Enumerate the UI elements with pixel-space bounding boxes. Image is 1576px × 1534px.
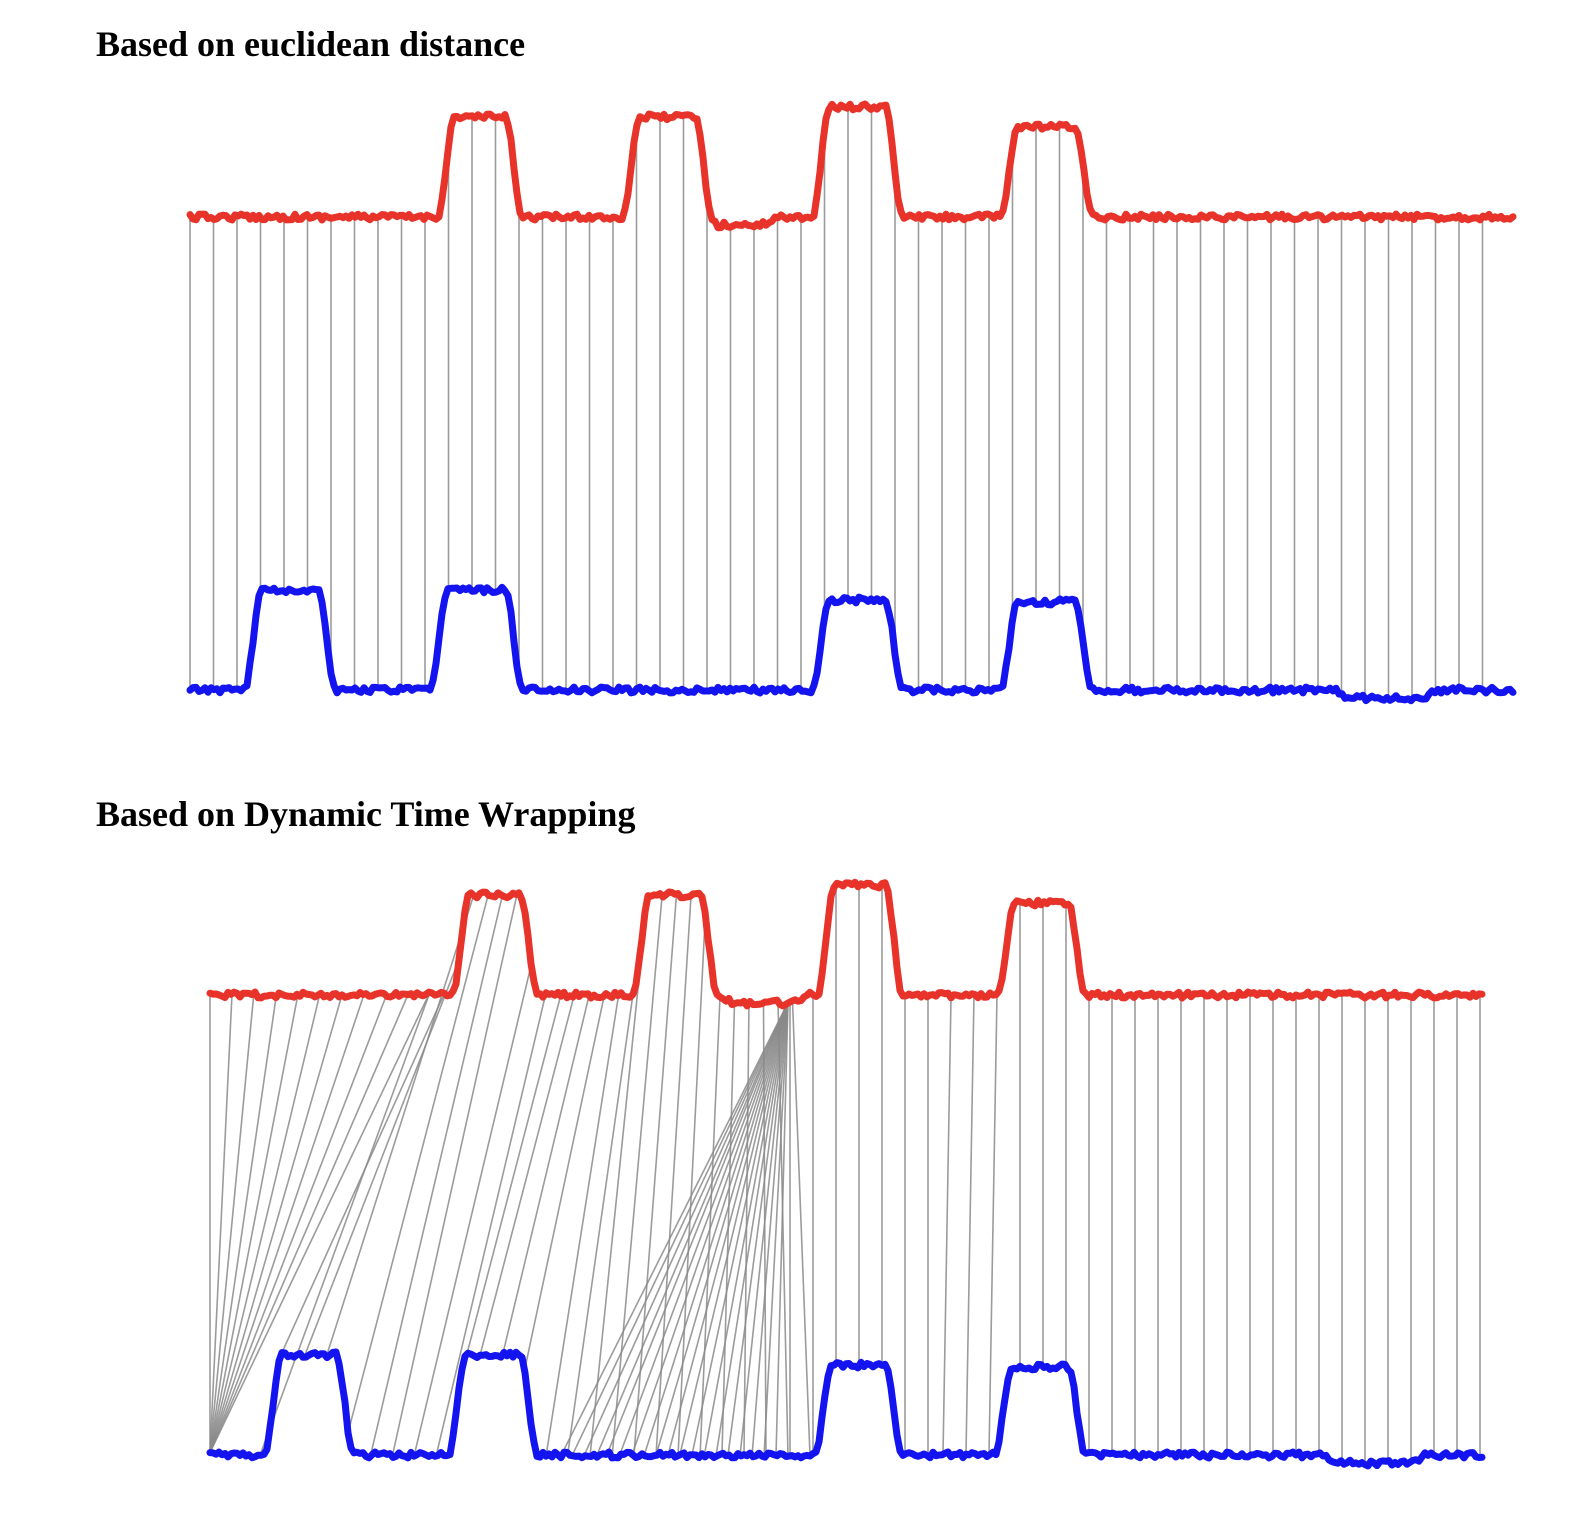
- dtw-warp-connector: [501, 993, 591, 1358]
- dtw-warp-connector: [303, 959, 460, 1358]
- euclidean-red-series: [186, 100, 1517, 232]
- dtw-warp-connector: [633, 894, 678, 1456]
- dtw-blue-series: [206, 1348, 1486, 1470]
- dtw-fan-connector: [209, 994, 365, 1453]
- dtw-converge-connector: [655, 1002, 789, 1456]
- dtw-connector-lines: [209, 883, 1481, 1465]
- dtw-converge-connector: [679, 1002, 789, 1455]
- dtw-converge-connector: [595, 1002, 789, 1458]
- dtw-fan-connector: [209, 991, 255, 1453]
- euclidean-blue-series: [186, 583, 1517, 705]
- dtw-warp-connector: [655, 896, 692, 1456]
- dtw-converge-connector: [619, 1002, 789, 1455]
- dtw-warp-connector: [523, 996, 605, 1374]
- dtw-fan-connector: [209, 994, 233, 1453]
- dtw-warp-connector: [391, 894, 518, 1458]
- dtw-converge-connector: [763, 1002, 789, 1458]
- euclidean-connector-lines: [189, 108, 1484, 701]
- dtw-warp-connector: [347, 895, 489, 1434]
- dtw-converge-connector: [667, 1002, 789, 1456]
- dtw-fan-connector: [209, 993, 321, 1453]
- dtw-warp-connector: [325, 895, 475, 1358]
- dtw-converge-connector: [751, 1002, 789, 1457]
- dtw-aligned-connector: [965, 994, 975, 1455]
- dtw-converge-connector: [727, 1002, 789, 1456]
- dtw-converge-connector: [703, 1002, 789, 1458]
- dtw-converge-connector: [715, 1002, 789, 1456]
- dtw-warp-connector: [457, 996, 562, 1389]
- dtw-converge-connector: [559, 1002, 789, 1459]
- dtw-warp-connector: [259, 991, 431, 1456]
- dtw-fan-connector: [209, 994, 299, 1453]
- dtw-converge-connector: [631, 1002, 789, 1456]
- dtw-aligned-connector: [942, 997, 952, 1455]
- dtw-converge-connector: [739, 1002, 789, 1456]
- dtw-red-series: [206, 878, 1486, 1010]
- dtw-converge-connector: [607, 1002, 789, 1453]
- dtw-warp-connector: [545, 995, 620, 1457]
- dtw-warp-connector: [791, 1001, 811, 1457]
- dtw-converge-connector: [583, 1002, 789, 1457]
- dtw-converge-connector: [691, 1002, 789, 1455]
- dtw-fan-connector: [209, 991, 431, 1453]
- dtw-warp-connector: [611, 896, 663, 1458]
- dtw-warp-connector: [567, 994, 634, 1453]
- dtw-warp-connector: [369, 894, 504, 1458]
- dtw-warp-connector: [479, 991, 576, 1356]
- dtw-converge-connector: [643, 1002, 789, 1457]
- dtw-warp-connector: [413, 963, 533, 1457]
- dtw-converge-connector: [571, 1002, 789, 1457]
- dtw-panel-title: Based on Dynamic Time Wrapping: [96, 794, 636, 834]
- dtw-fan-connector: [209, 994, 409, 1453]
- dtw-fan-connector: [209, 996, 387, 1453]
- dtw-fan-connector: [209, 997, 277, 1453]
- dtw-warp-connector: [281, 992, 446, 1353]
- dtw-converge-connector: [775, 1002, 789, 1456]
- euclidean-panel-title: Based on euclidean distance: [96, 24, 526, 64]
- dtw-aligned-connector: [988, 994, 998, 1455]
- dtw-fan-connector: [209, 994, 343, 1453]
- dtw-warp-connector: [435, 992, 547, 1457]
